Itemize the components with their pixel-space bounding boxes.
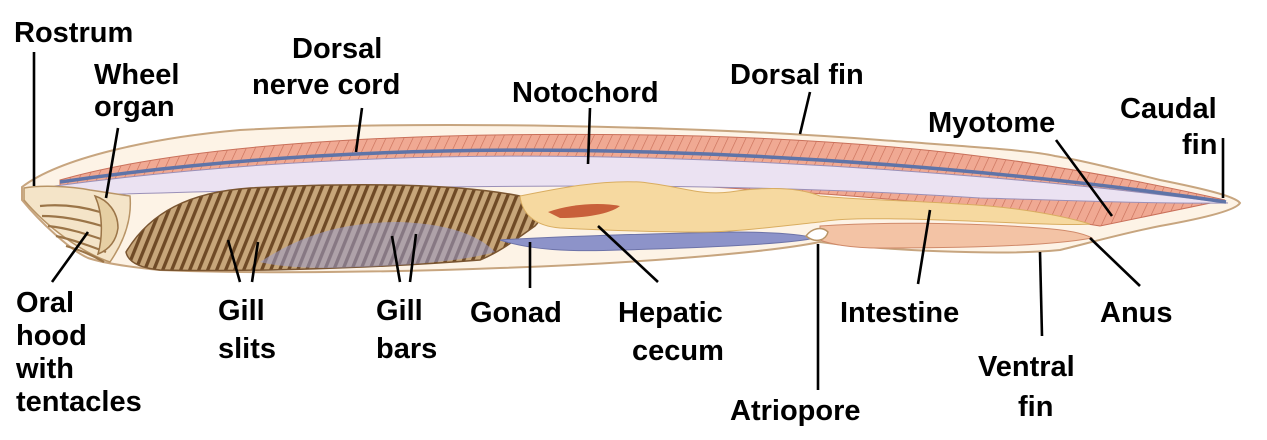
- label-atriopore: Atriopore: [730, 395, 861, 427]
- label-dorsal-fin: Dorsal fin: [730, 59, 864, 91]
- leader-anus: [1090, 238, 1140, 286]
- label-gill-slits: Gill slits: [218, 295, 276, 365]
- label-rostrum: Rostrum: [14, 17, 133, 49]
- label-myotome: Myotome: [928, 107, 1055, 139]
- leader-dorsal-fin: [800, 92, 810, 134]
- label-notochord: Notochord: [512, 77, 659, 109]
- label-intestine: Intestine: [840, 297, 959, 329]
- lancelet-body: [22, 125, 1240, 272]
- label-ventral-fin: Ventral fin: [978, 351, 1083, 423]
- label-gill-bars: Gill bars: [376, 295, 437, 365]
- label-gonad: Gonad: [470, 297, 562, 329]
- label-wheel-organ: Wheel organ: [94, 59, 187, 123]
- label-anus: Anus: [1100, 297, 1173, 329]
- label-oral-hood: Oral hood with tentacles: [15, 287, 142, 418]
- leader-ventral-fin: [1040, 252, 1042, 336]
- label-hepatic-cecum: Hepatic cecum: [618, 297, 731, 367]
- label-caudal-fin: Caudal fin: [1120, 93, 1225, 161]
- label-dorsal-nerve-cord: Dorsal nerve cord: [252, 33, 400, 101]
